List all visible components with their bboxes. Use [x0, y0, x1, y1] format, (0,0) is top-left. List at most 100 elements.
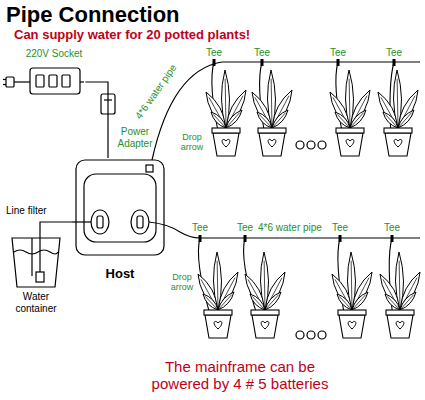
- plant-leaf: [400, 292, 416, 310]
- plant-leaf: [257, 112, 272, 128]
- host-port-hole: [137, 216, 143, 228]
- ellipsis-dot: [318, 331, 326, 339]
- tee-fitting: [213, 59, 216, 66]
- pot-heart: [261, 321, 269, 329]
- tee-fitting: [391, 235, 394, 242]
- plug: [6, 77, 14, 87]
- plant-leaf: [272, 110, 288, 128]
- socket-outlet: [49, 75, 57, 87]
- leaf-vein: [351, 261, 353, 310]
- pot-rim: [338, 310, 366, 315]
- pot-heart: [348, 321, 356, 329]
- tee-label: Tee: [192, 222, 208, 234]
- host-node: Host: [72, 158, 168, 282]
- leaf-vein: [350, 113, 364, 128]
- ellipsis-dot: [318, 141, 326, 149]
- socket-node: 220V Socket: [23, 48, 86, 96]
- tee-label: Tee: [206, 47, 222, 59]
- pot-rim: [204, 310, 232, 315]
- ellipsis-dot: [307, 141, 315, 149]
- leaf-vein: [226, 113, 240, 128]
- tee-fitting: [244, 235, 247, 242]
- plant-pot: [339, 315, 365, 338]
- tee-fitting: [199, 235, 202, 242]
- water-container: [12, 238, 60, 287]
- leaf-vein: [400, 295, 414, 310]
- plant-leaf: [352, 292, 368, 310]
- leaf-vein: [265, 295, 279, 310]
- leaf-vein: [349, 79, 351, 128]
- tee-label: Tee: [332, 222, 348, 234]
- line-filter: [36, 272, 44, 282]
- leaf-vein: [217, 261, 219, 310]
- plant-pot: [387, 315, 413, 338]
- host-port: [91, 210, 109, 234]
- plant-leaf: [395, 252, 403, 310]
- part-label: Power Adapter: [114, 126, 156, 149]
- drip-line: [260, 62, 265, 136]
- host-port: [131, 210, 149, 234]
- tee-fitting: [261, 59, 264, 66]
- host-body: [76, 160, 164, 255]
- title: Pipe Connection: [6, 2, 180, 27]
- plant-leaf: [218, 292, 234, 310]
- leaf-vein: [339, 296, 352, 310]
- water-pipe: [149, 222, 420, 238]
- leaf-vein: [387, 296, 400, 310]
- water-pipe: [40, 222, 72, 232]
- ellipsis-dot: [307, 331, 315, 339]
- host-panel: [84, 174, 156, 242]
- plant-pot: [252, 315, 278, 338]
- tee-label: Tee: [237, 222, 253, 234]
- host-port-hole: [97, 216, 103, 228]
- subtitle: Can supply water for 20 potted plants!: [14, 28, 250, 43]
- plant-leaf: [345, 70, 353, 128]
- leaf-vein: [399, 261, 401, 310]
- socket-cord: [14, 81, 30, 82]
- part-label: Line filter: [6, 205, 47, 217]
- plant-pot: [213, 133, 239, 156]
- plant-leaf: [250, 294, 265, 310]
- plant-leaf: [350, 110, 366, 128]
- plant-leaf: [383, 112, 398, 128]
- plant-leaf: [393, 70, 401, 128]
- plant-leaf: [213, 252, 221, 310]
- plant-leaf: [335, 112, 350, 128]
- socket-outlet: [62, 75, 70, 87]
- dip-tube: [39, 232, 40, 272]
- plug-pin: [3, 84, 6, 85]
- leaf-vein: [337, 114, 350, 128]
- plant-leaf: [211, 112, 226, 128]
- pot-rim: [258, 128, 286, 133]
- pot-heart: [346, 139, 354, 147]
- pot-rim: [386, 310, 414, 315]
- plant-leaf: [347, 252, 355, 310]
- node-label: Host: [106, 267, 135, 282]
- pot-heart: [268, 139, 276, 147]
- pot-rim: [336, 128, 364, 133]
- water-pipe: [152, 62, 420, 160]
- plant-leaf: [265, 292, 281, 310]
- pot-rim: [384, 128, 412, 133]
- pot-heart: [396, 321, 404, 329]
- dip-tube: [31, 238, 32, 276]
- ellipsis-dot: [296, 331, 304, 339]
- water-surface: [14, 250, 58, 254]
- tee-label: Tee: [330, 47, 346, 59]
- container-node: Water container: [5, 232, 67, 314]
- leaf-vein: [271, 79, 273, 128]
- node-label: 220V Socket: [26, 48, 83, 60]
- plant-leaf: [260, 252, 268, 310]
- leaf-vein: [272, 113, 286, 128]
- plant-leaf: [398, 110, 414, 128]
- leaf-vein: [259, 114, 272, 128]
- leaf-vein: [205, 296, 218, 310]
- plant-leaf: [203, 294, 218, 310]
- pot-heart: [222, 139, 230, 147]
- pot-rim: [212, 128, 240, 133]
- part-label: Drop arrow: [178, 132, 206, 153]
- node-label: Water container: [11, 291, 61, 314]
